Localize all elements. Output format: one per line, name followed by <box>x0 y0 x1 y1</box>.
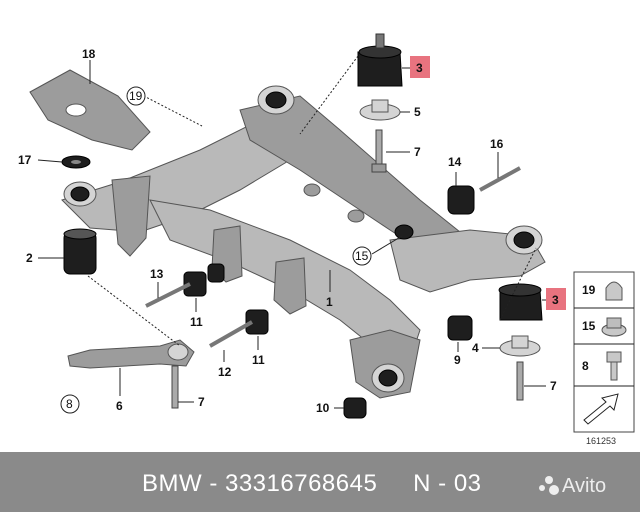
label-13: 13 <box>150 267 164 281</box>
mount-housing-left-bush <box>265 91 287 109</box>
label-8: 8 <box>66 397 73 411</box>
label-17: 17 <box>18 153 32 167</box>
guide-line <box>139 93 203 127</box>
cap-nut-icon <box>605 281 623 301</box>
callout-8-circle <box>60 394 80 414</box>
bolt-7-link <box>171 365 179 409</box>
label-11b: 11 <box>252 353 265 367</box>
link-arm-6 <box>67 339 195 369</box>
flange-nut-icon-top <box>606 317 622 329</box>
label-19: 19 <box>129 89 143 103</box>
heat-shield-hole <box>65 103 87 117</box>
subframe-hole <box>303 183 321 197</box>
subframe-hole <box>347 209 365 223</box>
heat-shield-18 <box>29 69 151 151</box>
avito-dot <box>549 485 559 495</box>
washer-4-hub <box>511 335 529 349</box>
subframe-right-arm <box>389 229 546 293</box>
subframe-mount-mid <box>273 257 307 315</box>
label-12: 12 <box>218 365 232 379</box>
arrow-icon <box>583 393 619 425</box>
label-11a: 11 <box>190 315 203 329</box>
legend-15: 15 <box>582 319 596 333</box>
bushing-2-top <box>63 228 97 240</box>
highlight-3b <box>546 288 566 310</box>
label-18: 18 <box>82 47 96 61</box>
label-16: 16 <box>490 137 504 151</box>
label-4: 4 <box>472 341 479 355</box>
label-6: 6 <box>116 399 123 413</box>
label-2: 2 <box>26 251 33 265</box>
legend-19: 19 <box>582 283 596 297</box>
label-10: 10 <box>316 401 330 415</box>
bolt-icon-head <box>606 351 622 363</box>
mount-housing-right-bush <box>513 231 535 249</box>
avito-dot <box>545 476 553 484</box>
link-arm-6-end <box>167 343 189 361</box>
spacer <box>377 470 413 497</box>
callout-19-circle <box>126 86 146 106</box>
label-14: 14 <box>448 155 462 169</box>
label-3a: 3 <box>416 61 423 75</box>
label-7c: 7 <box>198 395 205 409</box>
legend-8: 8 <box>582 359 589 373</box>
part-number-text: BMW - 33316768645 N - 03 <box>142 470 482 498</box>
bolt-7-top-head <box>371 163 387 173</box>
bushing-11-extra <box>207 263 225 283</box>
figure-number: 161253 <box>586 436 616 446</box>
separator: - <box>202 470 225 497</box>
brand-name: BMW <box>142 470 203 497</box>
position-code: N - 03 <box>413 470 482 497</box>
bolt-13 <box>145 282 191 308</box>
leader-15 <box>371 235 403 255</box>
highlight-3a <box>410 56 430 78</box>
bushing-11-left <box>183 271 207 297</box>
bolt-16 <box>479 166 521 192</box>
bushing-10 <box>343 397 367 419</box>
bolt-7-right <box>516 361 524 401</box>
washer-5-hub <box>371 99 389 113</box>
guide-line <box>87 275 181 347</box>
label-5: 5 <box>414 105 421 119</box>
bushing-14 <box>447 185 475 215</box>
guide-line <box>499 247 537 321</box>
bolt-12 <box>209 320 253 348</box>
mount-housing-front-bush <box>70 186 90 202</box>
rubber-mount-3-lower-cap <box>498 283 542 297</box>
label-15: 15 <box>355 249 369 263</box>
avito-dot <box>539 485 545 491</box>
parts-diagram: 18 19 17 2 3 5 7 14 16 15 13 1 3 4 9 7 1… <box>18 33 635 446</box>
mount-housing-rear-bush <box>378 369 398 387</box>
label-7a: 7 <box>414 145 421 159</box>
avito-watermark: Avito <box>539 475 606 497</box>
rubber-mount-3-top-pin <box>375 33 385 49</box>
bushing-11-right <box>245 309 269 335</box>
bolt-icon-shaft <box>610 361 618 381</box>
label-1: 1 <box>326 295 333 309</box>
label-3b: 3 <box>552 293 559 307</box>
callout-15-circle <box>352 246 372 266</box>
bushing-9 <box>447 315 473 341</box>
washer-17-hole <box>71 160 81 164</box>
subframe-bracket <box>111 175 151 257</box>
avito-wordmark: Avito <box>562 475 606 497</box>
subframe-hole <box>394 224 414 240</box>
part-number: 33316768645 <box>224 470 378 497</box>
part-number-banner <box>0 452 640 512</box>
label-9: 9 <box>454 353 461 367</box>
label-7b: 7 <box>550 379 557 393</box>
leader-17 <box>37 159 63 163</box>
guide-line <box>299 55 359 135</box>
